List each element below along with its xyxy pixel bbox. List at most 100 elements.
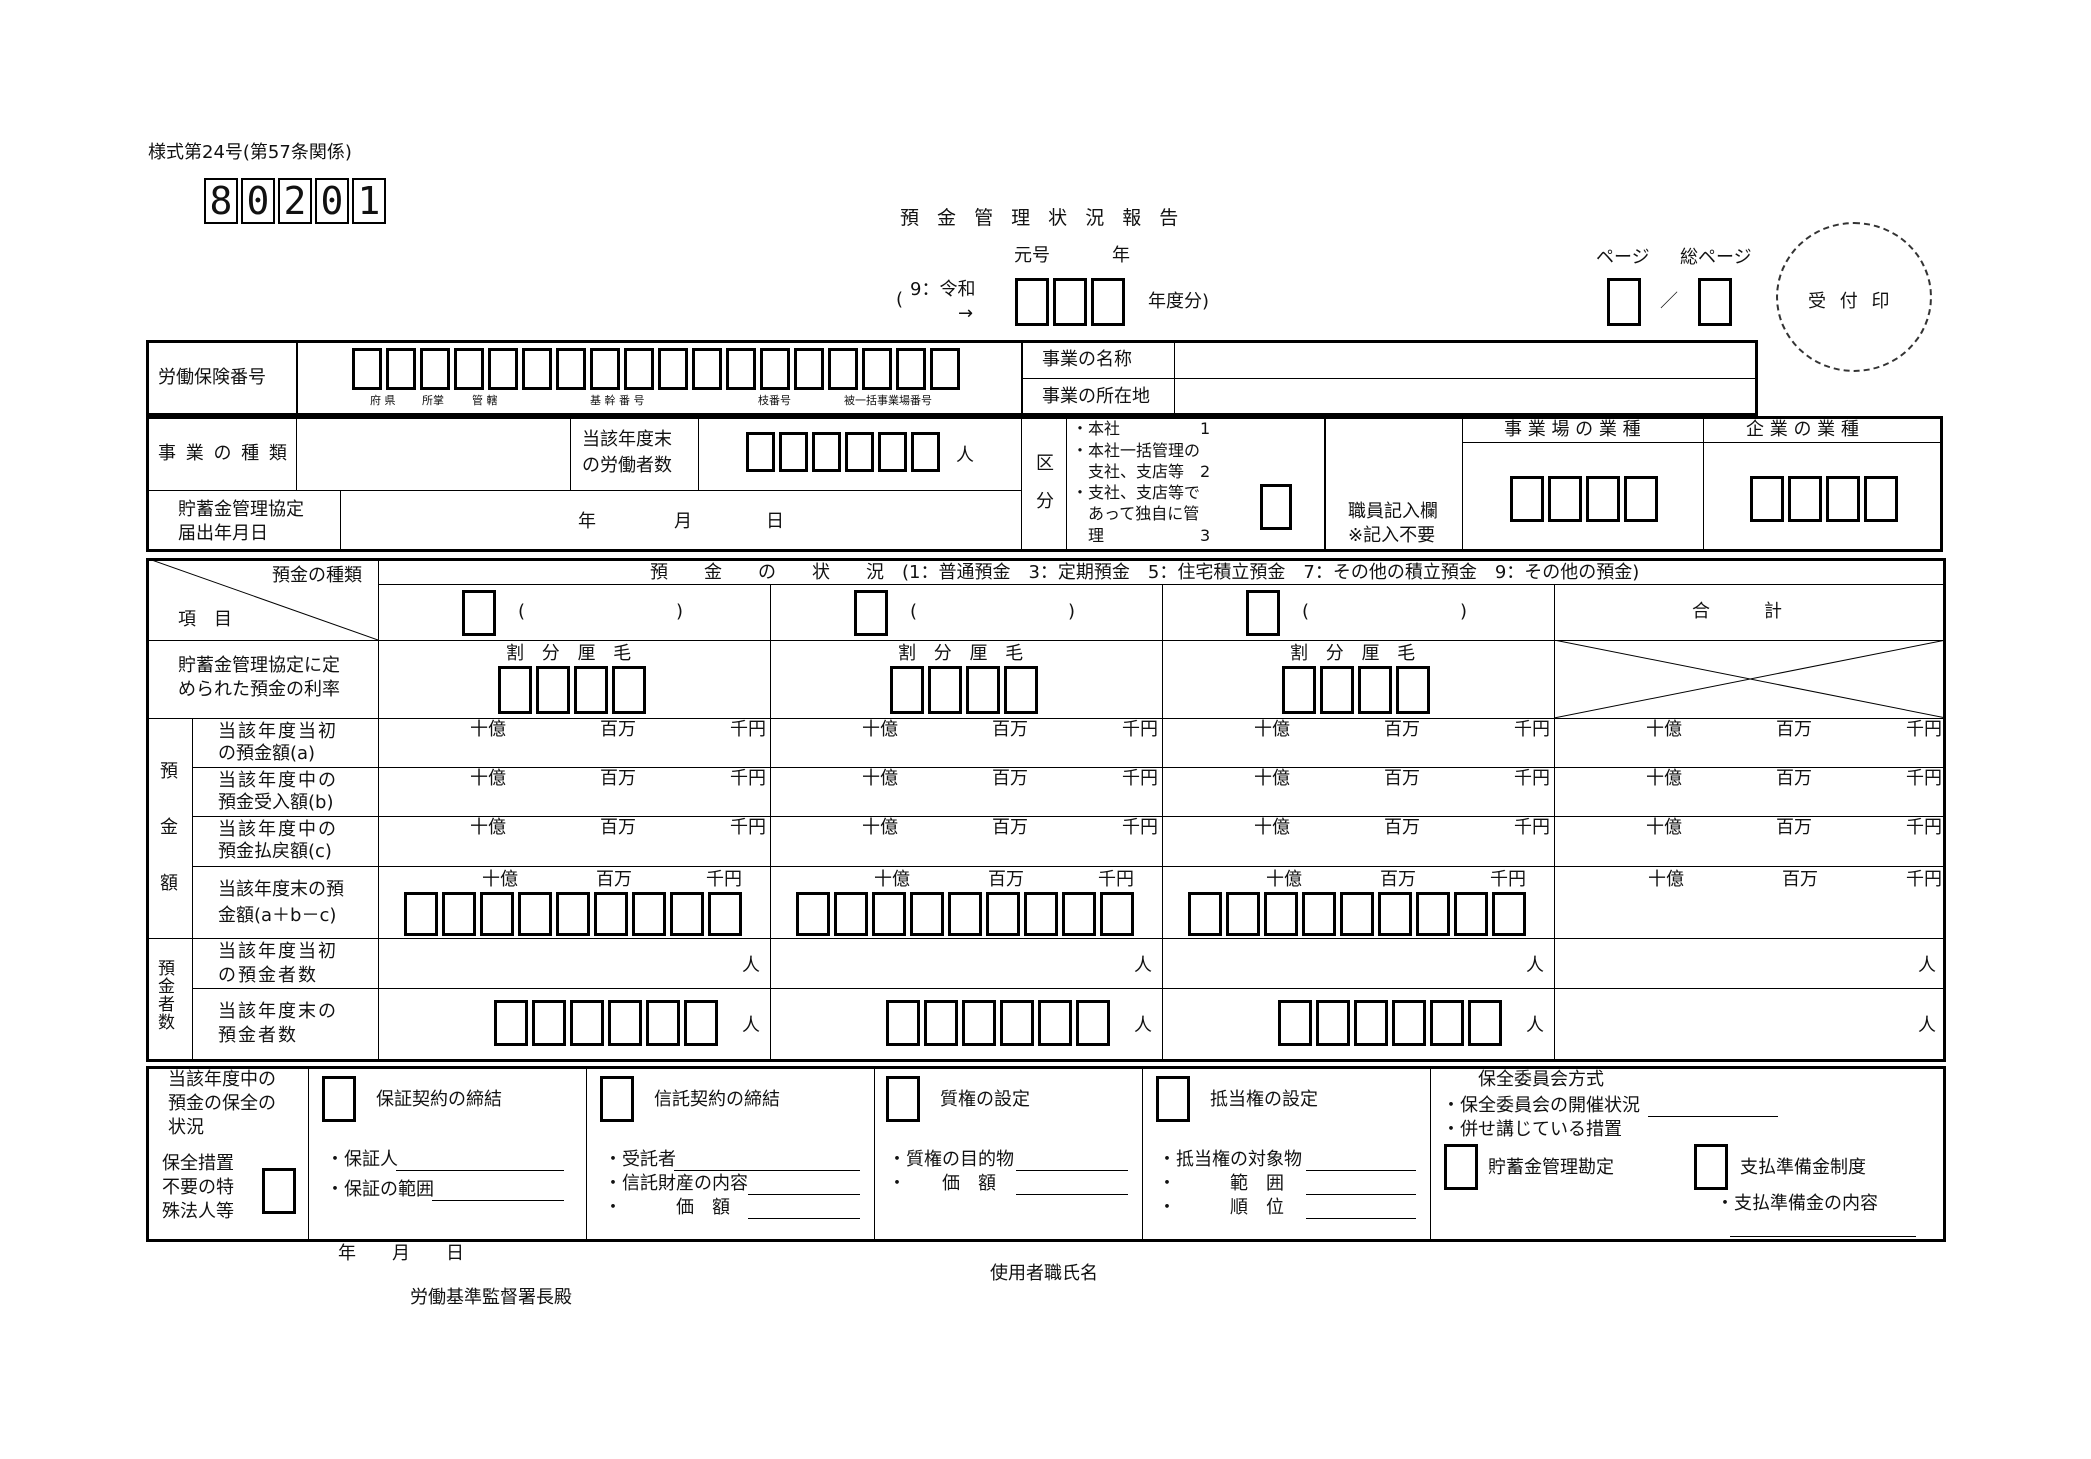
year-end-amount-input-3[interactable] [1188, 892, 1526, 936]
kubun-option: ・本社 1 [1072, 419, 1211, 438]
pledge-checkbox[interactable] [886, 1076, 920, 1122]
depositor-row-label-2a: 当該年度末の [218, 1001, 338, 1022]
year-end-depositors-input-1[interactable] [494, 1000, 718, 1046]
staff-field-label: 職員記入欄 [1348, 501, 1438, 522]
rate-input-1[interactable] [498, 666, 646, 714]
year-end-depositors-input-3[interactable] [1278, 1000, 1502, 1046]
business-address-field[interactable] [1176, 380, 1754, 414]
agreement-date-label-1: 貯蓄金管理協定 [178, 499, 304, 520]
unit-billion: 十億 [1646, 719, 1682, 740]
business-name-label: 事業の名称 [1042, 349, 1132, 370]
row-label-4b: 金額(a＋b－c) [218, 905, 337, 926]
trust-item-2: ・信託財産の内容 [604, 1173, 748, 1194]
unit-thousand: 千円 [1098, 869, 1134, 890]
reserve-fund-item: ・支払準備金の内容 [1716, 1193, 1878, 1214]
year-end-amount-input-2[interactable] [796, 892, 1134, 936]
kubun-input[interactable] [1260, 484, 1292, 530]
unit-million: 百万 [600, 719, 636, 740]
page-input[interactable] [1607, 278, 1641, 326]
trust-item-3: ・ 価 額 [604, 1197, 730, 1218]
unit-billion: 十億 [862, 817, 898, 838]
rate-input-2[interactable] [890, 666, 1038, 714]
business-type-label: 事 業 の 種 類 [158, 443, 289, 464]
savings-account-checkbox[interactable] [1444, 1144, 1478, 1190]
row-label-3b: 預金払戻額(c) [218, 841, 332, 862]
business-address-label: 事業の所在地 [1042, 386, 1150, 407]
trust-title: 信託契約の締結 [654, 1089, 780, 1110]
unit-million: 百万 [1384, 817, 1420, 838]
paren-close: ) [676, 601, 684, 622]
page-slash: ／ [1660, 291, 1678, 312]
workers-count-input[interactable] [746, 432, 940, 472]
unit-million: 百万 [992, 719, 1028, 740]
unit-million: 百万 [1380, 869, 1416, 890]
kubun-label-2: 分 [1036, 491, 1054, 512]
depositor-row-label-1a: 当該年度当初 [218, 941, 338, 962]
deposit-type-code-2[interactable] [854, 590, 888, 636]
row-label-2a: 当該年度中の [218, 770, 338, 791]
unit-billion: 十億 [470, 768, 506, 789]
workplace-industry-label: 事 業 場 の 業 種 [1504, 419, 1641, 440]
business-type-field[interactable] [298, 418, 568, 488]
form-code-digit: 1 [352, 178, 386, 224]
amount-side-label: 額 [160, 873, 178, 894]
exempt-checkbox[interactable] [262, 1168, 296, 1214]
protection-section [146, 1066, 1946, 1242]
paren-close: ) [1068, 601, 1076, 622]
mortgage-title: 抵当権の設定 [1210, 1089, 1318, 1110]
sublabel-prefecture: 府 県 [370, 394, 396, 407]
pledge-item-1: ・質権の目的物 [888, 1149, 1014, 1170]
person-unit: 人 [1918, 955, 1936, 976]
mortgage-checkbox[interactable] [1156, 1076, 1190, 1122]
rate-units: 割 分 厘 毛 [898, 643, 1030, 664]
unit-thousand: 千円 [1514, 768, 1550, 789]
reserve-fund-checkbox[interactable] [1694, 1144, 1728, 1190]
kubun-option: 支社、支店等 2 [1072, 462, 1211, 481]
total-page-input[interactable] [1698, 278, 1732, 326]
year-input[interactable] [1015, 278, 1125, 326]
business-name-field[interactable] [1176, 342, 1754, 376]
trust-checkbox[interactable] [600, 1076, 634, 1122]
rate-units: 割 分 厘 毛 [506, 643, 638, 664]
unit-billion: 十億 [862, 768, 898, 789]
workers-label-2: の労働者数 [582, 455, 672, 476]
unit-billion: 十億 [1266, 869, 1302, 890]
person-unit: 人 [1918, 1015, 1936, 1036]
unit-million: 百万 [1776, 768, 1812, 789]
unit-thousand: 千円 [1514, 719, 1550, 740]
footer-date-field[interactable] [400, 1244, 500, 1268]
unit-thousand: 千円 [730, 719, 766, 740]
workers-label-1: 当該年度末 [582, 429, 672, 450]
year-suffix: 年度分) [1148, 291, 1210, 312]
page-title: 預 金 管 理 状 況 報 告 [900, 207, 1185, 229]
deposit-type-code-3[interactable] [1246, 590, 1280, 636]
kubun-option: あって独自に管 [1072, 504, 1200, 523]
unit-billion: 十億 [482, 869, 518, 890]
unit-thousand: 千円 [706, 869, 742, 890]
row-label-1a: 当該年度当初 [218, 721, 338, 742]
footer-employer-field[interactable] [1110, 1262, 1610, 1288]
depositor-row-label-1b: の預金者数 [218, 965, 318, 986]
deposit-type-code-1[interactable] [462, 590, 496, 636]
company-industry-label: 企 業 の 業 種 [1746, 419, 1859, 440]
pledge-item-2: ・ 価 額 [888, 1173, 996, 1194]
unit-million: 百万 [596, 869, 632, 890]
unit-million: 百万 [600, 817, 636, 838]
year-end-amount-input-1[interactable] [404, 892, 742, 936]
sublabel-office: 管 轄 [472, 394, 498, 407]
year-end-depositors-input-2[interactable] [886, 1000, 1110, 1046]
guarantee-checkbox[interactable] [322, 1076, 356, 1122]
paren-open: ( [518, 601, 526, 622]
exempt-label-1: 保全措置 [162, 1153, 234, 1174]
row-label-3a: 当該年度中の [218, 819, 338, 840]
unit-thousand: 千円 [1490, 869, 1526, 890]
rate-input-3[interactable] [1282, 666, 1430, 714]
exempt-label-2: 不要の特 [162, 1177, 234, 1198]
person-unit: 人 [742, 955, 760, 976]
mortgage-item-3: ・ 順 位 [1158, 1197, 1284, 1218]
insurance-number-input[interactable] [352, 348, 960, 390]
era-note-open: ( [896, 289, 904, 310]
form-code-digit: 0 [315, 178, 349, 224]
protection-label-3: 状況 [168, 1117, 204, 1138]
unit-billion: 十億 [1254, 768, 1290, 789]
